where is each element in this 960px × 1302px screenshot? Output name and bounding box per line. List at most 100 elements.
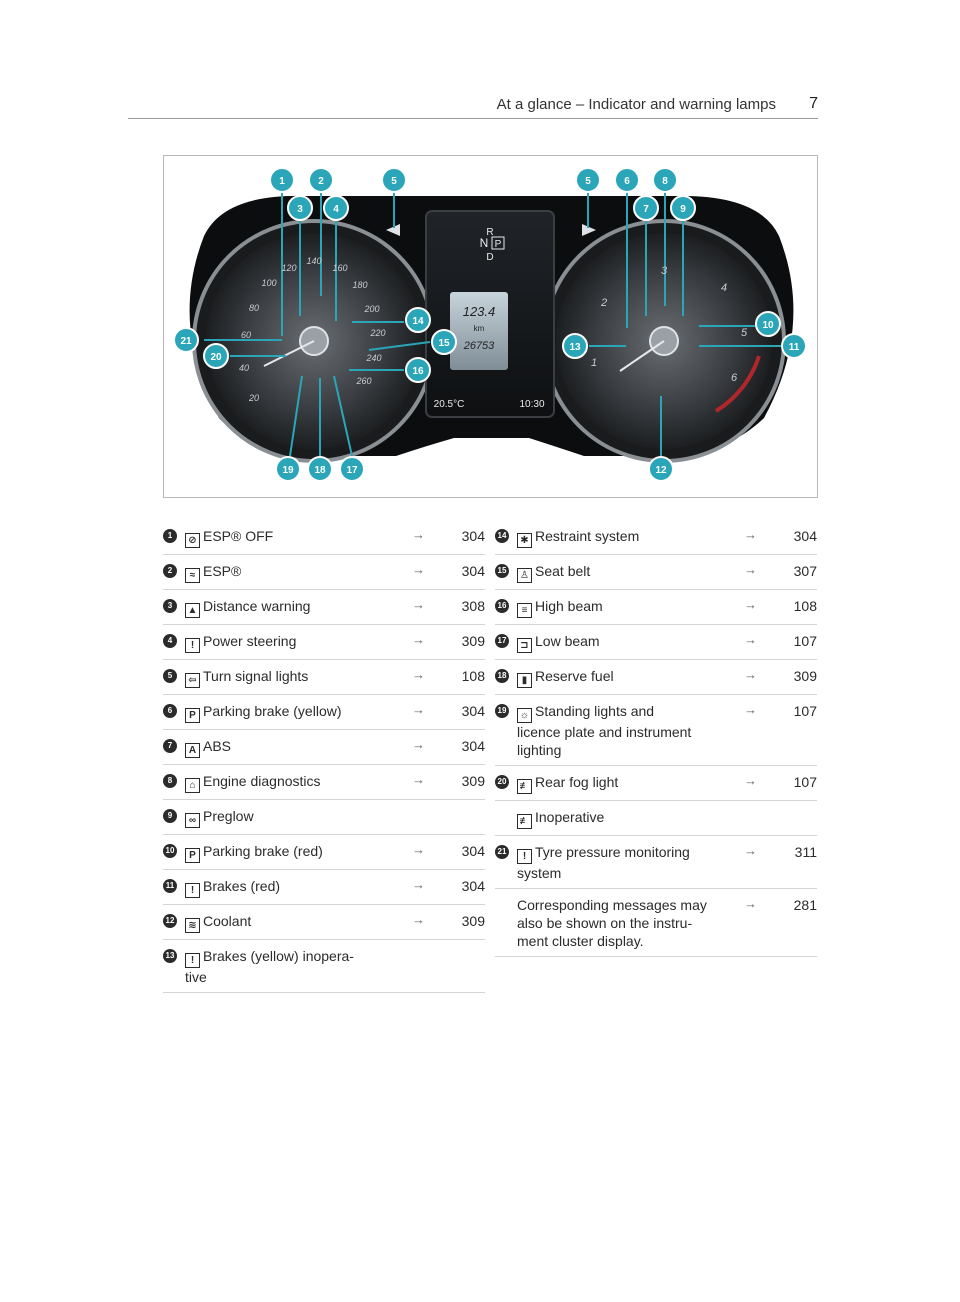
speed-mark: 80 — [249, 303, 259, 313]
page-reference-link[interactable]: 304 — [461, 528, 485, 544]
callout-5b: 5 — [585, 176, 591, 187]
indicator-label: Inoperative — [535, 809, 605, 825]
page-reference-link[interactable]: 107 — [793, 774, 817, 790]
power-steering-icon: ! — [185, 638, 200, 653]
page-reference-arrow: → — [412, 702, 425, 717]
page-reference-link[interactable]: 308 — [461, 598, 485, 614]
speed-mark: 40 — [239, 363, 249, 373]
callout-1: 1 — [279, 176, 285, 187]
indicator-row: Corresponding messages may also be shown… — [495, 889, 817, 957]
speed-mark: 240 — [365, 353, 381, 363]
rpm-mark: 3 — [661, 265, 668, 277]
item-number-badge: 1 — [163, 529, 177, 543]
indicator-row: ≢Inoperative — [495, 801, 817, 836]
page-reference-link[interactable]: 108 — [461, 668, 485, 684]
esp-off-icon: ⊘ — [185, 533, 200, 548]
indicator-row: 12≋Coolant→309 — [163, 905, 485, 940]
page-reference-arrow: → — [744, 597, 757, 612]
callout-10: 10 — [762, 320, 774, 331]
gear-n: N — [480, 236, 489, 250]
outside-temperature: 20.5°C — [434, 399, 465, 410]
item-number-badge: 5 — [163, 669, 177, 683]
standing-lights-icon: ☼ — [517, 708, 532, 723]
coolant-icon: ≋ — [185, 918, 200, 933]
item-number-badge: 12 — [163, 914, 177, 928]
esp-icon: ≈ — [185, 568, 200, 583]
callout-7: 7 — [643, 204, 649, 215]
clock: 10:30 — [519, 399, 544, 410]
page-reference-arrow: → — [744, 527, 757, 542]
page-reference-arrow: → — [744, 773, 757, 788]
page-reference-link[interactable]: 309 — [793, 668, 817, 684]
item-number-badge: 11 — [163, 879, 177, 893]
speed-mark: 60 — [241, 330, 251, 340]
indicator-label: ESP® OFF — [203, 528, 274, 544]
speed-mark: 200 — [363, 304, 379, 314]
page-reference-link[interactable]: 107 — [793, 703, 817, 719]
indicator-label: Preglow — [203, 808, 254, 824]
page-reference-link[interactable]: 309 — [461, 913, 485, 929]
indicator-label: Reserve fuel — [535, 668, 614, 684]
indicator-label: Brakes (red) — [203, 878, 281, 894]
item-number-badge: 15 — [495, 564, 509, 578]
callout-markers — [173, 167, 807, 482]
indicator-label: ABS — [203, 738, 232, 754]
gear-d: D — [486, 252, 493, 263]
rpm-mark: 4 — [721, 282, 727, 294]
page-reference-arrow: → — [412, 842, 425, 857]
indicator-row: 17⊐Low beam→107 — [495, 625, 817, 660]
item-number-badge: 10 — [163, 844, 177, 858]
page-reference-link[interactable]: 304 — [461, 843, 485, 859]
indicator-row: 2≈ESP®→304 — [163, 555, 485, 590]
page-reference-link[interactable]: 311 — [794, 844, 817, 860]
indicator-label: Restraint system — [535, 528, 640, 544]
page-reference-arrow: → — [412, 562, 425, 577]
indicator-label: Brakes (yellow) inopera- tive — [185, 948, 354, 985]
callout-2: 3 — [297, 204, 303, 215]
item-number-badge: 14 — [495, 529, 509, 543]
abs-icon: A — [185, 743, 200, 758]
page-reference-link[interactable]: 304 — [461, 878, 485, 894]
indicator-row: 21!Tyre pressure monitoring system→311 — [495, 836, 817, 889]
odometer: 26753 — [463, 340, 495, 352]
page-reference-link[interactable]: 281 — [793, 897, 817, 913]
page-reference-link[interactable]: 107 — [793, 633, 817, 649]
page-reference-link[interactable]: 307 — [793, 563, 817, 579]
high-beam-icon: ≡ — [517, 603, 532, 618]
page-reference-arrow: → — [744, 702, 757, 717]
page-reference-arrow: → — [744, 843, 757, 858]
indicator-label: Parking brake (red) — [203, 843, 323, 859]
page-reference-link[interactable]: 304 — [461, 563, 485, 579]
page-header: At a glance – Indicator and warning lamp… — [128, 94, 818, 119]
indicator-row: 11!Brakes (red)→304 — [163, 870, 485, 905]
indicator-row: 20≢Rear fog light→107 — [495, 766, 817, 801]
indicator-label: Rear fog light — [535, 774, 619, 790]
page-reference-link[interactable]: 309 — [461, 773, 485, 789]
callout-4: 4 — [333, 204, 339, 215]
indicator-label: Power steering — [203, 633, 297, 649]
item-number-badge: 4 — [163, 634, 177, 648]
speed-mark: 100 — [261, 278, 276, 288]
page-reference-link[interactable]: 304 — [461, 738, 485, 754]
speed-mark: 160 — [332, 263, 347, 273]
page-reference-arrow: → — [412, 527, 425, 542]
page-reference-arrow: → — [412, 667, 425, 682]
page-reference-link[interactable]: 108 — [793, 598, 817, 614]
callout-20: 20 — [210, 352, 222, 363]
page-reference-arrow: → — [412, 632, 425, 647]
page-reference-link[interactable]: 309 — [461, 633, 485, 649]
item-number-badge: 9 — [163, 809, 177, 823]
callout-5a: 5 — [391, 176, 397, 187]
page-number: 7 — [809, 95, 818, 112]
speed-mark: 260 — [355, 376, 371, 386]
page-reference-link[interactable]: 304 — [461, 703, 485, 719]
callout-13: 13 — [569, 342, 581, 353]
indicator-row: 16≡High beam→108 — [495, 590, 817, 625]
indicator-row: 3▲Distance warning→308 — [163, 590, 485, 625]
indicator-row: 5⇦Turn signal lights→108 — [163, 660, 485, 695]
instrument-cluster-image: 1 3 2 4 5 5 6 7 8 9 10 11 12 13 14 15 16… — [173, 167, 807, 482]
page-reference-link[interactable]: 304 — [793, 528, 817, 544]
callout-6: 6 — [624, 176, 630, 187]
